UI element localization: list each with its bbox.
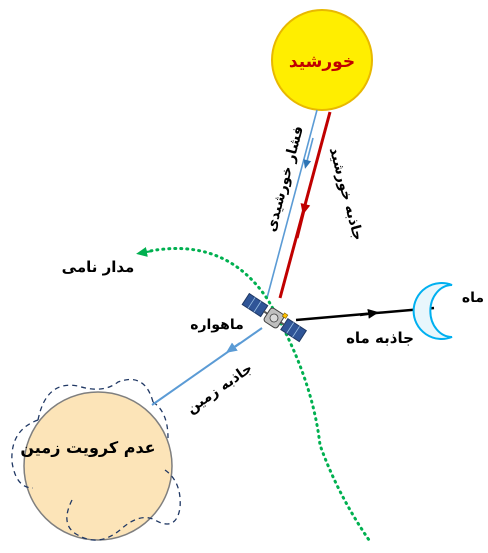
orbit-arrowhead — [136, 247, 153, 257]
sun: خورشید — [271, 9, 373, 111]
sun-gravity-arrowhead — [295, 202, 311, 239]
earth-nonsphericity-label: عدم کرویت زمین — [20, 438, 155, 457]
earth-gravity-arrowhead — [225, 342, 241, 353]
earth-disc — [23, 391, 173, 541]
sun-gravity-label: جاذبه خورشید — [326, 146, 366, 243]
earth-gravity-line — [151, 327, 263, 406]
orbit-path — [143, 247, 371, 542]
solar-pressure-line — [266, 109, 318, 299]
satellite-panel-left — [241, 292, 269, 318]
nominal-orbit: مدار نامی — [62, 247, 371, 542]
solar-pressure-arrowhead — [303, 137, 314, 169]
satellite — [241, 292, 308, 343]
earth-bulge-bottom — [66, 469, 181, 541]
orbit-label: مدار نامی — [62, 258, 135, 276]
earth-bulge-top — [37, 378, 154, 421]
moon: ماه — [412, 282, 484, 340]
moon-gravity-arrowhead — [359, 308, 379, 319]
sun-disc — [271, 9, 373, 111]
moon-crescent-icon — [412, 282, 453, 340]
satellite-panel-right — [280, 317, 308, 343]
solar-pressure-vector: فشار خورشیدی — [263, 109, 318, 299]
satellite-label: ماهواره — [190, 317, 244, 333]
earth-gravity-label: جاذبه زمین — [184, 360, 256, 417]
moon-gravity-label: جاذبه ماه — [346, 329, 414, 347]
earth-gravity-vector: جاذبه زمین — [151, 327, 263, 417]
earth: عدم کرویت زمین — [11, 378, 181, 541]
sun-label: خورشید — [289, 52, 355, 72]
moon-label: ماه — [462, 290, 484, 306]
moon-gravity-vector: جاذبه ماه — [295, 306, 435, 347]
